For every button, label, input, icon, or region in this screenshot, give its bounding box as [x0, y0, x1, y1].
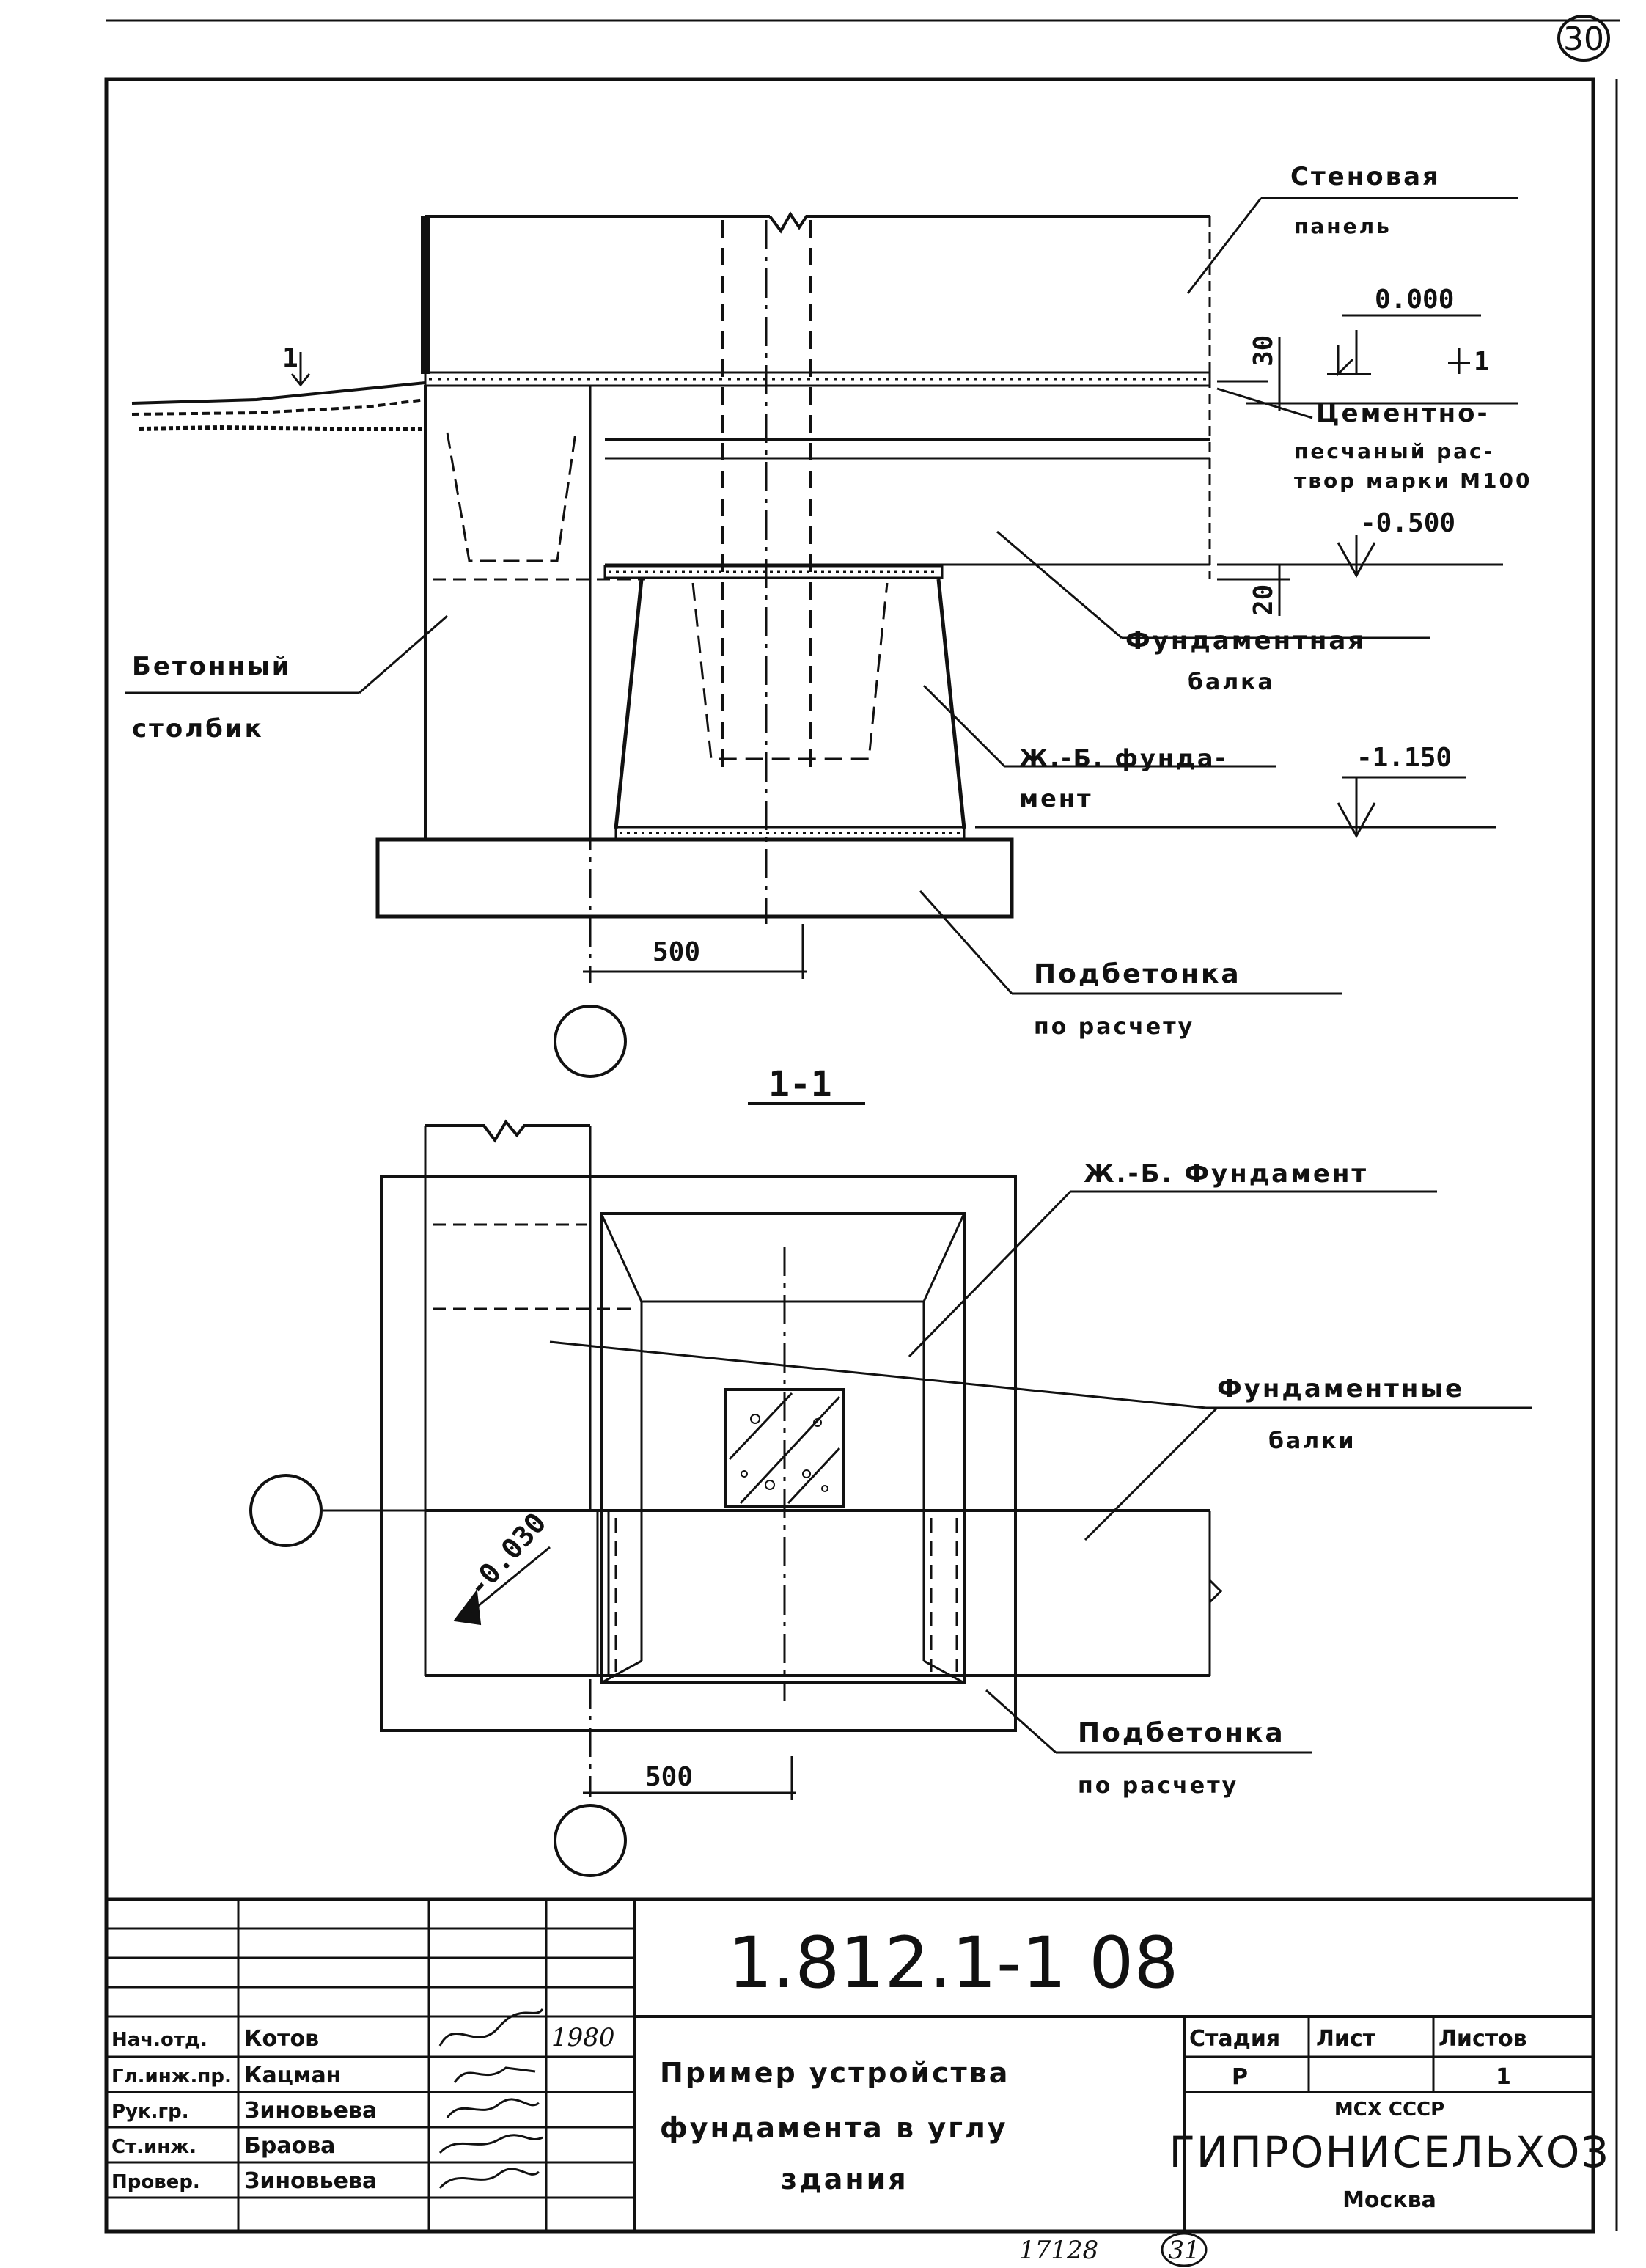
- level-0500: -0.500: [1360, 508, 1455, 538]
- title-block-text: 1.812.1-1 08 Нач.отд. Гл.инж.пр. Рук.гр.…: [111, 1922, 1609, 2213]
- signature-2: [446, 2098, 540, 2118]
- label-wall-panel-1: Стеновая: [1290, 162, 1441, 191]
- name-3: Браова: [244, 2133, 335, 2159]
- label-prep-bot-1: Подбетонка: [1078, 1718, 1285, 1748]
- label-prep-top-2: по расчету: [1034, 1014, 1194, 1040]
- role-0: Нач.отд.: [111, 2029, 207, 2051]
- label-post-1: Бетонный: [132, 652, 292, 681]
- title-block: [106, 1897, 1593, 2231]
- doc-code: 1.812.1-1 08: [728, 1922, 1179, 2004]
- name-2: Зиновьева: [244, 2098, 377, 2124]
- page-number-lower: 31: [1168, 2236, 1199, 2265]
- drawing-title-2: здания: [781, 2163, 908, 2195]
- ministry: МСХ СССР: [1334, 2099, 1444, 2121]
- signature-0: [438, 2008, 544, 2047]
- archive-number: 17128: [1019, 2236, 1098, 2265]
- signature-1: [453, 2066, 536, 2083]
- label-beam-1: Фундаментная: [1125, 626, 1366, 656]
- col-sheet: Лист: [1316, 2026, 1376, 2052]
- label-prep-bot-2: по расчету: [1078, 1773, 1238, 1799]
- label-found-2: мент: [1019, 785, 1093, 812]
- section-mark-right: 1: [1474, 347, 1490, 377]
- label-post-2: столбик: [132, 714, 264, 744]
- section-mark-left: 1: [282, 343, 298, 373]
- level-0000: 0.000: [1375, 285, 1454, 315]
- label-prep-top-1: Подбетонка: [1034, 959, 1241, 989]
- section-title-1-1: 1-1: [768, 1064, 832, 1105]
- label-mortar-1: Цементно-: [1316, 399, 1490, 428]
- axis-marker-circle-plan-bottom: [554, 1804, 627, 1877]
- label-found-1: Ж.-Б. фунда-: [1019, 744, 1227, 772]
- organization: ГИПРОНИСЕЛЬХОЗ: [1169, 2127, 1609, 2177]
- axis-marker-circle-plan-left: [249, 1474, 323, 1547]
- role-2: Рук.гр.: [111, 2101, 189, 2123]
- label-beam-2: балка: [1188, 669, 1275, 695]
- page-number-lower-circle: [1161, 2232, 1208, 2267]
- col-sheets: Листов: [1439, 2026, 1527, 2052]
- signature-3: [438, 2134, 543, 2154]
- dim-500-bottom: 500: [645, 1762, 693, 1792]
- name-1: Кацман: [244, 2063, 342, 2088]
- page-number: 30: [1563, 21, 1604, 58]
- role-3: Ст.инж.: [111, 2136, 196, 2158]
- elevation-view: [125, 197, 1518, 1078]
- dim-20: 20: [1249, 584, 1279, 616]
- signature-4: [438, 2168, 540, 2190]
- axis-marker-circle: [554, 1005, 627, 1078]
- name-0: Котов: [244, 2026, 319, 2052]
- plan-view-1-1: [249, 1102, 1532, 1877]
- label-mortar-3: твор марки М100: [1294, 469, 1532, 493]
- drawing-frame: [104, 77, 1595, 2234]
- level-0030: -0.030: [461, 1507, 553, 1603]
- label-wall-panel-2: панель: [1294, 214, 1392, 238]
- name-4: Зиновьева: [244, 2168, 377, 2194]
- stage-value: Р: [1232, 2064, 1248, 2090]
- level-1150: -1.150: [1356, 743, 1452, 773]
- dim-500-top: 500: [653, 937, 700, 967]
- dim-30: 30: [1249, 335, 1279, 367]
- role-4: Провер.: [111, 2171, 200, 2193]
- role-1: Гл.инж.пр.: [111, 2066, 232, 2088]
- annotation-labels: Стеновая панель 0.000 30 1 1 Цементно- п…: [132, 162, 1532, 1799]
- column-section: [724, 1388, 845, 1508]
- page-number-circle: [1557, 15, 1610, 62]
- label-beams-2: балки: [1268, 1428, 1356, 1454]
- col-stage: Стадия: [1189, 2026, 1280, 2052]
- drawing-title-1: фундамента в углу: [660, 2112, 1008, 2144]
- year: 1980: [551, 2023, 615, 2052]
- sheets-value: 1: [1496, 2064, 1511, 2090]
- label-mortar-2: песчаный рас-: [1294, 439, 1494, 463]
- drawing-title-0: Пример устройства: [660, 2057, 1010, 2089]
- label-beams-1: Фундаментные: [1217, 1374, 1464, 1403]
- label-found-plan: Ж.-Б. Фундамент: [1084, 1159, 1368, 1189]
- city: Москва: [1342, 2187, 1436, 2213]
